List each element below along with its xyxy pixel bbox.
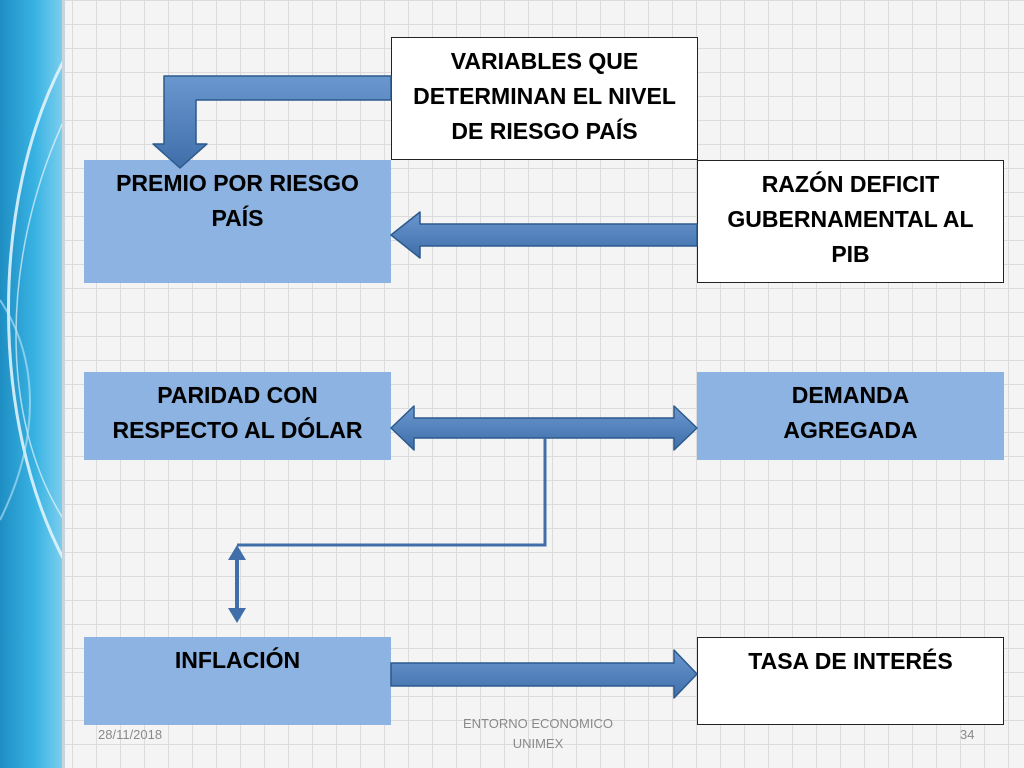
- footer-date: 28/11/2018: [98, 727, 163, 742]
- node-demanda: DEMANDA AGREGADA: [697, 372, 1004, 460]
- node-paridad: PARIDAD CON RESPECTO AL DÓLAR: [84, 372, 391, 460]
- arrow-paridad-demanda: [390, 405, 698, 451]
- node-inflacion: INFLACIÓN: [84, 637, 391, 725]
- arrow-inflacion-to-tasa: [390, 649, 698, 699]
- connector-line: [237, 438, 547, 547]
- arrow-double-vertical: [228, 545, 246, 623]
- arrow-razon-to-premio: [390, 211, 698, 259]
- node-demanda-label: DEMANDA AGREGADA: [783, 382, 918, 443]
- node-variables-label: VARIABLES QUE DETERMINAN EL NIVEL DE RIE…: [413, 48, 676, 144]
- node-paridad-label: PARIDAD CON RESPECTO AL DÓLAR: [112, 382, 363, 443]
- footer-center-line2: UNIMEX: [512, 736, 564, 751]
- node-inflacion-label: INFLACIÓN: [174, 647, 301, 673]
- sidebar-swoosh: [0, 59, 64, 561]
- node-tasa: TASA DE INTERÉS: [697, 637, 1004, 725]
- node-premio: PREMIO POR RIESGO PAÍS: [84, 160, 391, 283]
- footer-center-line1: ENTORNO ECONOMICO: [463, 716, 613, 731]
- node-razon: RAZÓN DEFICIT GUBERNAMENTAL AL PIB: [697, 160, 1004, 283]
- node-variables: VARIABLES QUE DETERMINAN EL NIVEL DE RIE…: [391, 37, 698, 160]
- node-tasa-label: TASA DE INTERÉS: [748, 648, 953, 674]
- sidebar-edge: [62, 0, 65, 768]
- footer-center: ENTORNO ECONOMICO UNIMEX: [440, 714, 636, 754]
- arrow-variables-to-premio: [152, 75, 392, 169]
- node-premio-label: PREMIO POR RIESGO PAÍS: [116, 170, 359, 231]
- node-razon-label: RAZÓN DEFICIT GUBERNAMENTAL AL PIB: [727, 171, 974, 267]
- sidebar-decoration: [0, 0, 64, 768]
- footer-page-number: 34: [960, 727, 975, 742]
